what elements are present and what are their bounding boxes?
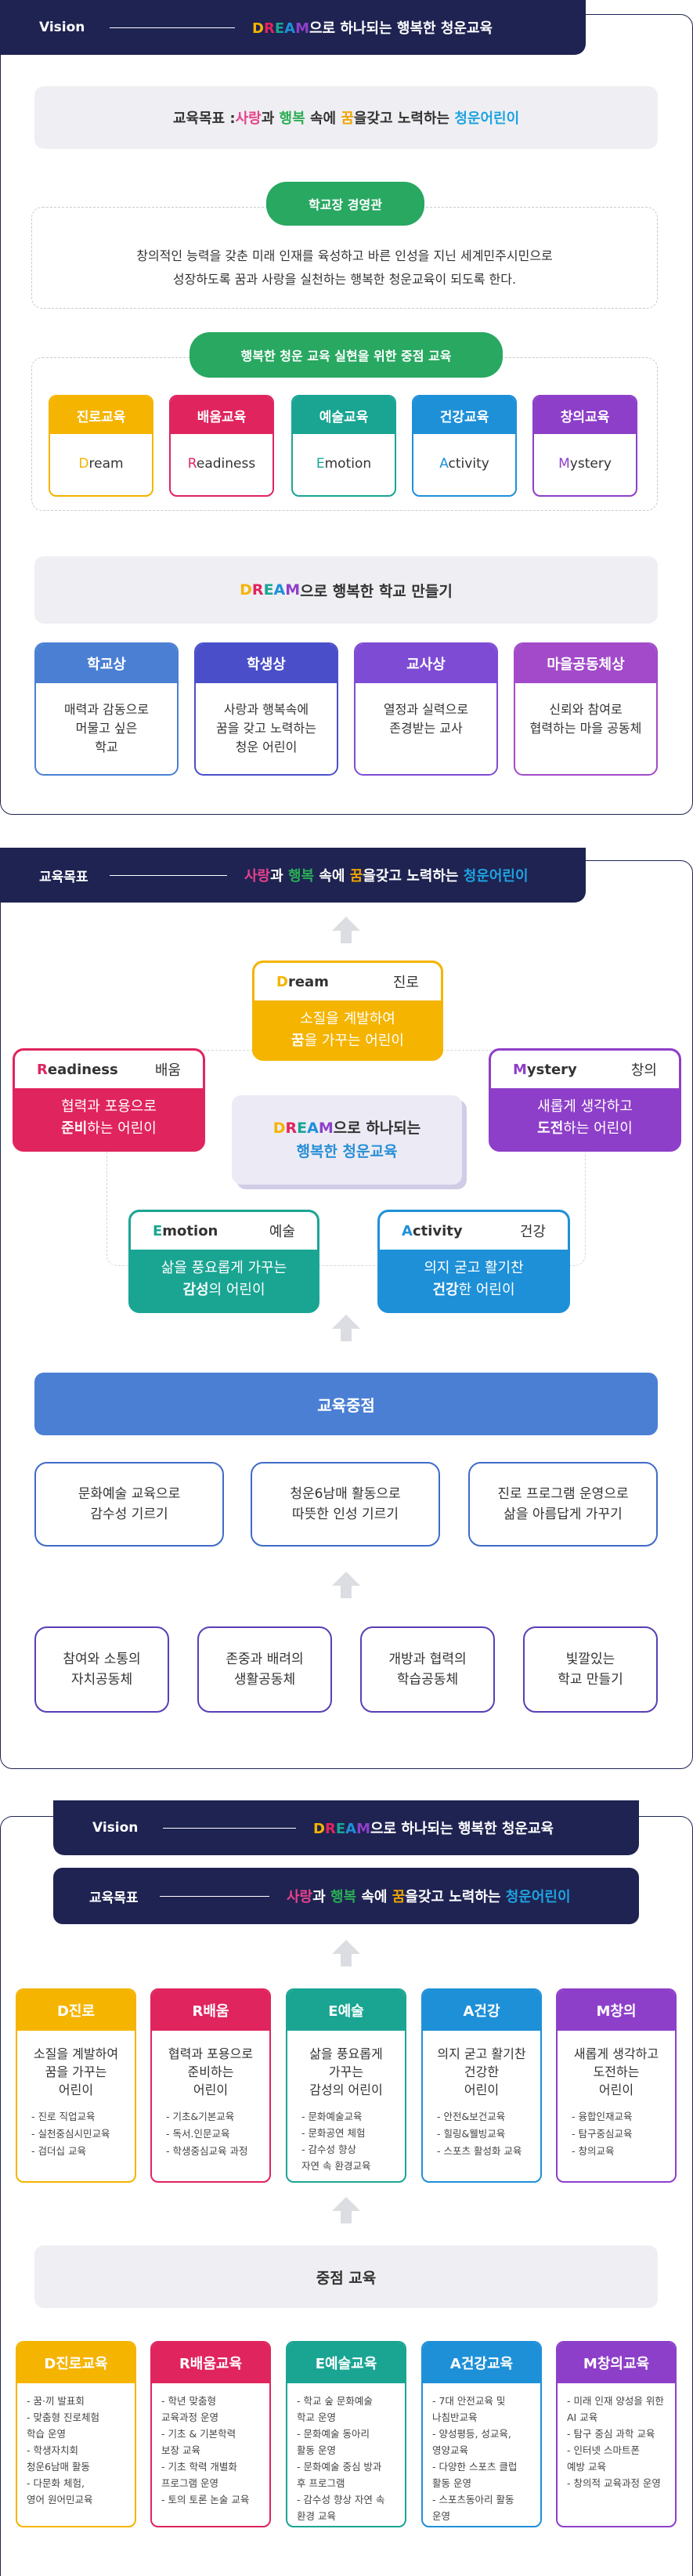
focus-bar-middle: 교육중점 <box>34 1373 658 1435</box>
focus-item-3: 진로 프로그램 운영으로 삶을 아름답게 가꾸기 <box>468 1462 658 1547</box>
edu-card-activity: 건강교육 Activity <box>412 395 517 497</box>
edu-card-dream: 진로교육 Dream <box>49 395 153 497</box>
divider-line <box>160 1895 269 1897</box>
bottom-value-readiness: R배움 협력과 포용으로 준비하는 어린이 - 기초&기본교육- 독서.인문교육… <box>150 1988 271 2183</box>
bottom-value-dream: D진로 소질을 계발하여 꿈을 가꾸는 어린이 - 진로 직업교육- 실천중심시… <box>16 1988 136 2183</box>
principal-title: 학교장 경영관 <box>266 182 424 226</box>
divider-line <box>110 27 235 28</box>
bottom-value-activity: A건강 의지 굳고 활기찬 건강한 어린이 - 안전&보건교육- 힐링&웰빙교육… <box>421 1988 542 2183</box>
focus-bar-bottom: 중점 교육 <box>34 2245 658 2308</box>
detail-readiness: R배움교육 - 학년 맞춤형 교육과정 운영- 기초 & 기본학력 보장 교육-… <box>150 2341 271 2527</box>
goal-label: 교육목표 <box>89 1890 139 1906</box>
detail-mystery: M창의교육 - 미래 인재 양성을 위한 AI 교육- 탐구 중심 과학 교육-… <box>556 2341 677 2527</box>
focus-item-1: 문화예술 교육으로 감수성 기르기 <box>34 1462 224 1547</box>
vision-header-top: Vision DREAM으로 하나되는 행복한 청운교육 <box>0 0 586 55</box>
goal-header-bottom: 교육목표 사랑과 행복 속에 꿈을갖고 노력하는 청운어린이 <box>53 1868 639 1924</box>
community-item-4: 빛깔있는 학교 만들기 <box>523 1626 658 1713</box>
vision-header-bottom: Vision DREAM으로 하나되는 행복한 청운교육 <box>53 1800 639 1855</box>
detail-dream: D진로교육 - 꿈·끼 발표회- 맞춤형 진로체험 학습 운영- 학생자치회 청… <box>16 2341 136 2527</box>
goal-text: 사랑과 행복 속에 꿈을갖고 노력하는 청운어린이 <box>287 1889 571 1905</box>
center-vision-box: DREAM으로 하나되는 행복한 청운교육 <box>232 1095 462 1185</box>
vision-label: Vision <box>92 1820 139 1836</box>
detail-emotion: E예술교육 - 학교 숲 문화예술 학교 운영- 문화예술 동아리 활동 운영-… <box>286 2341 406 2527</box>
edu-card-emotion: 예술교육 Emotion <box>291 395 396 497</box>
ideal-community: 마을공동체상 신뢰와 참여로 협력하는 마을 공동체 <box>514 642 658 776</box>
divider-line <box>163 1827 296 1829</box>
ideal-teacher: 교사상 열정과 실력으로 존경받는 교사 <box>354 642 498 776</box>
ideal-school: 학교상 매력과 감동으로 머물고 싶은 학교 <box>34 642 179 776</box>
edu-card-mystery: 창의교육 Mystery <box>532 395 637 497</box>
ideal-student: 학생상 사랑과 행복속에 꿈을 갖고 노력하는 청운 어린이 <box>194 642 338 776</box>
goal-label: 교육목표 <box>39 869 88 885</box>
bottom-value-emotion: E예술 삶을 풍요롭게 가꾸는 감성의 어린이 - 문화예술교육- 문화공연 체… <box>286 1988 406 2183</box>
vision-label: Vision <box>39 20 85 35</box>
vision-text: DREAM으로 하나되는 행복한 청운교육 <box>313 1821 554 1837</box>
bottom-value-mystery: M창의 새롭게 생각하고 도전하는 어린이 - 융합인재교육- 탐구중심교육- … <box>556 1988 677 2183</box>
goal-text: 사랑과 행복 속에 꿈을갖고 노력하는 청운어린이 <box>244 868 529 885</box>
community-item-1: 참여와 소통의 자치공동체 <box>34 1626 169 1713</box>
edu-card-readiness: 배움교육 Readiness <box>169 395 274 497</box>
divider-line <box>110 874 227 876</box>
focus-title: 행복한 청운 교육 실현을 위한 중점 교육 <box>189 332 503 378</box>
focus-item-2: 청운6남매 활동으로 따뜻한 인성 기르기 <box>251 1462 440 1547</box>
detail-activity: A건강교육 - 7대 안전교육 및 나침반교육- 양성평등, 성교육, 영양교육… <box>421 2341 542 2527</box>
vision-text: DREAM으로 하나되는 행복한 청운교육 <box>252 20 493 37</box>
community-item-3: 개방과 협력의 학습공동체 <box>360 1626 495 1713</box>
goal-header-middle: 교육목표 사랑과 행복 속에 꿈을갖고 노력하는 청운어린이 <box>0 848 586 903</box>
community-item-2: 존중과 배려의 생활공동체 <box>197 1626 332 1713</box>
principal-text: 창의적인 능력을 갖춘 미래 인재를 육성하고 바른 인성을 지닌 세계민주시민… <box>136 248 553 287</box>
